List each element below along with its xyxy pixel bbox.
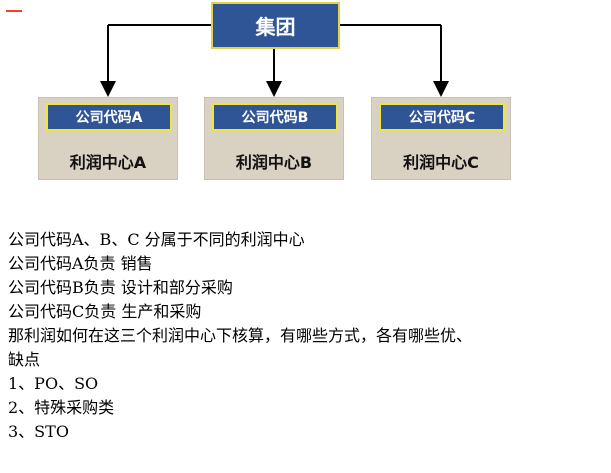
company-code-a: 公司代码A [46, 103, 172, 131]
group-box: 集团 [211, 2, 340, 49]
company-code-b: 公司代码B [212, 103, 338, 131]
profit-center-a-label: 利润中心A [69, 153, 147, 172]
company-code-c: 公司代码C [379, 103, 505, 131]
text-line-9: 2、特殊采购类 [8, 398, 115, 417]
company-code-b-label: 公司代码B [241, 110, 309, 126]
company-code-c-label: 公司代码C [408, 110, 476, 126]
text-line-5: 那利润如何在这三个利润中心下核算，有哪些方式，各有哪些优、 [8, 326, 473, 345]
text-line-3: 公司代码B负责 设计和部分采购 [8, 278, 233, 297]
question-text-block: 公司代码A、B、C 分属于不同的利润中心 公司代码A负责 销售 公司代码B负责 … [8, 228, 606, 444]
group-label: 集团 [255, 15, 296, 39]
profit-center-b-label: 利润中心B [235, 153, 313, 172]
profit-center-c-label: 利润中心C [403, 153, 479, 172]
profit-center-box-c: 公司代码C 利润中心C [371, 97, 511, 180]
text-line-6: 缺点 [8, 350, 41, 369]
text-line-10: 3、STO [8, 422, 69, 441]
profit-center-box-b: 公司代码B 利润中心B [204, 97, 344, 180]
company-code-a-label: 公司代码A [75, 110, 143, 126]
text-line-1: 公司代码A、B、C 分属于不同的利润中心 [8, 230, 305, 249]
corner-mark [6, 10, 22, 12]
text-line-8: 1、PO、SO [8, 374, 99, 393]
profit-center-box-a: 公司代码A 利润中心A [38, 97, 178, 180]
text-line-4: 公司代码C负责 生产和采购 [8, 302, 202, 321]
text-line-2: 公司代码A负责 销售 [8, 254, 153, 273]
